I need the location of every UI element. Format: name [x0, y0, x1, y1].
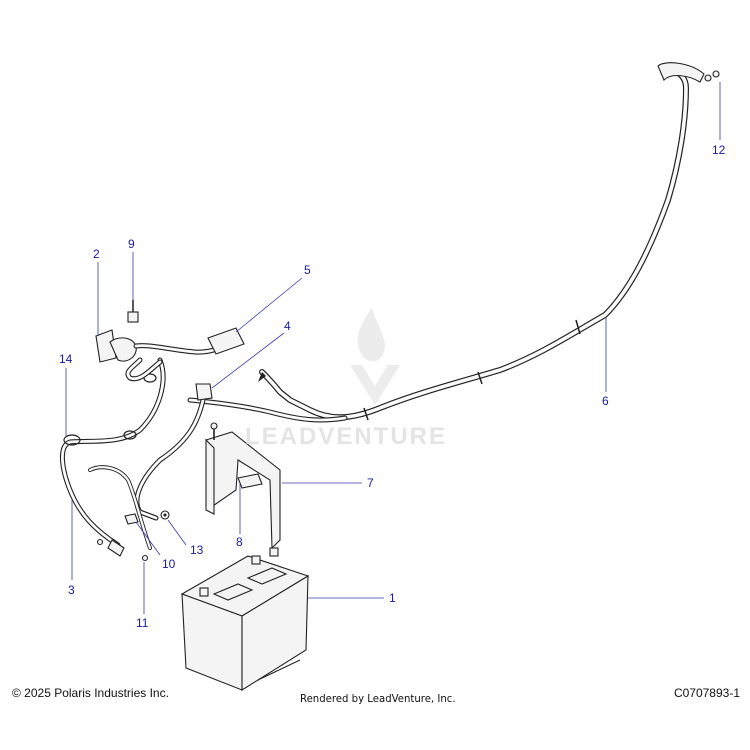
- callout-9: 9: [128, 237, 135, 251]
- battery: [180, 547, 310, 691]
- leader-lines: [65, 82, 721, 614]
- watermark-text: LEADVENTURE: [245, 423, 448, 450]
- callout-11: 11: [136, 616, 149, 630]
- callout-2: 2: [93, 247, 100, 261]
- solenoid-assembly: [95, 300, 245, 382]
- callout-3: 3: [68, 583, 75, 597]
- main-cable-assembly: [187, 62, 720, 423]
- callout-7: 7: [367, 476, 374, 490]
- rendered-by-text: Rendered by LeadVenture, Inc.: [300, 692, 456, 705]
- callout-10: 10: [162, 557, 176, 571]
- callout-14: 14: [59, 352, 73, 366]
- callout-5: 5: [304, 263, 311, 277]
- callout-13: 13: [190, 543, 204, 557]
- callout-12: 12: [712, 143, 726, 157]
- callout-4: 4: [284, 319, 291, 333]
- negative-cable-assembly: [60, 357, 213, 562]
- callout-8: 8: [236, 535, 243, 549]
- callout-1: 1: [389, 591, 396, 605]
- nut-hardware: [160, 510, 170, 520]
- callout-6: 6: [602, 394, 609, 408]
- diagram-id: C0707893-1: [673, 686, 740, 700]
- watermark-logo-icon: [350, 308, 400, 405]
- copyright-text: © 2025 Polaris Industries Inc.: [12, 686, 169, 700]
- battery-bracket: [205, 422, 281, 550]
